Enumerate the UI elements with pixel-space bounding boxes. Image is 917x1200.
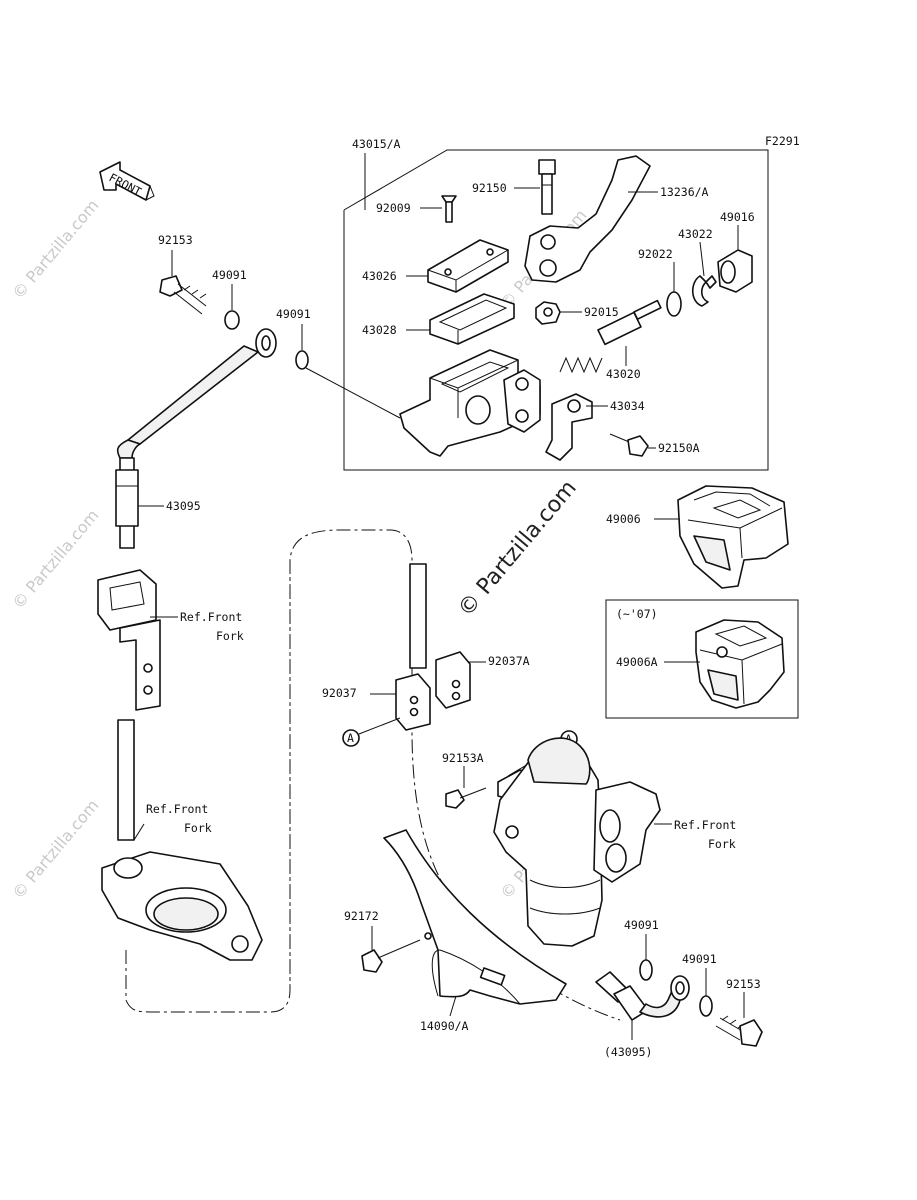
label-49091-br2: 49091 (682, 952, 717, 966)
brake-pad-49006-icon (677, 485, 789, 589)
label-ref-front-fork-1a: Ref.Front (180, 610, 242, 624)
variant-box (605, 599, 799, 719)
master-cylinder-assembly-box (343, 149, 769, 471)
label-92153-bottom: 92153 (726, 977, 761, 991)
brake-hose-lower-section-icon (409, 563, 427, 669)
label-49016: 49016 (720, 210, 755, 224)
banjo-bolt-92153-icon (159, 275, 207, 315)
label-43028: 43028 (362, 323, 397, 337)
label-43020: 43020 (606, 367, 641, 381)
bolt-92150A-icon (609, 433, 649, 457)
label-ref-front-fork-1b: Fork (216, 629, 244, 643)
label-92022: 92022 (638, 247, 673, 261)
banjo-bolt-92153-bottom-icon (715, 1015, 763, 1047)
caliper-body-icon (493, 737, 661, 947)
label-92153A: 92153A (442, 751, 484, 765)
label-92015: 92015 (584, 305, 619, 319)
banjo-bolt-92150-icon (538, 159, 556, 215)
label-14090A: 14090/A (420, 1019, 469, 1033)
screw-92009-icon (441, 195, 457, 223)
label-ref-front-fork-3a: Ref.Front (674, 818, 736, 832)
label-92153-top: 92153 (158, 233, 193, 247)
label-43034: 43034 (610, 399, 645, 413)
center-watermark: © Partzilla.com (453, 476, 581, 622)
label-49006: 49006 (606, 512, 641, 526)
label-92009: 92009 (376, 201, 411, 215)
label-49091-br1: 49091 (624, 918, 659, 932)
bolt-92153A-icon (445, 787, 487, 809)
label-ref-front-fork-2b: Fork (184, 821, 212, 835)
label-43095: 43095 (166, 499, 201, 513)
watermark-left-2: © Partzilla.com (9, 506, 103, 613)
hose-clip-upper-icon (97, 569, 161, 711)
bolt-92172-icon (361, 932, 432, 973)
washer-49091-bottom-1-icon (639, 959, 653, 981)
label-13236A: 13236/A (660, 185, 709, 199)
brake-hose-43095-icon (115, 328, 277, 549)
label-43095-paren: (43095) (604, 1045, 652, 1059)
reservoir-cap-43026-icon (427, 239, 509, 293)
washer-49091-bottom-2-icon (699, 995, 713, 1017)
dust-boot-49016-icon (717, 249, 753, 293)
piston-kit-43020-icon (559, 299, 662, 374)
label-ref-front-fork-3b: Fork (708, 837, 736, 851)
disc-guard-14090A-icon (383, 829, 567, 1005)
circlip-43022-icon (691, 275, 717, 307)
washer-49091-top-icon (224, 310, 240, 330)
label-92150A: 92150A (658, 441, 700, 455)
clamp-43034-icon (545, 393, 593, 461)
front-arrow-icon: FRONT (99, 161, 155, 201)
label-43026: 43026 (362, 269, 397, 283)
hose-clip-92037-icon (395, 673, 431, 731)
variant-box-label: (~'07) (616, 607, 658, 621)
fork-tube-segment-icon (117, 719, 135, 841)
watermark-left-1: © Partzilla.com (9, 196, 103, 303)
brake-hose-lower-end-icon (595, 971, 690, 1021)
brake-pad-49006A-icon (695, 619, 785, 709)
figure-code: F2291 (765, 134, 800, 148)
label-43015A: 43015/A (352, 137, 401, 151)
label-43022: 43022 (678, 227, 713, 241)
washer-49091-mid-icon (295, 350, 309, 370)
label-ref-front-fork-2a: Ref.Front (146, 802, 208, 816)
washer-92022-icon (666, 291, 682, 317)
watermark-left-3: © Partzilla.com (9, 796, 103, 903)
brake-lever-13236-icon (524, 155, 651, 283)
label-92037A: 92037A (488, 654, 530, 668)
ref-marker-a-left: A (347, 731, 354, 745)
nut-92015-icon (535, 301, 561, 325)
label-92037: 92037 (322, 686, 357, 700)
label-92172: 92172 (344, 909, 379, 923)
label-92150: 92150 (472, 181, 507, 195)
diaphragm-43028-icon (429, 293, 515, 345)
master-cylinder-body-icon (399, 349, 541, 457)
fork-clamp-lower-icon (101, 851, 263, 961)
label-49091-top: 49091 (212, 268, 247, 282)
ref-marker-a-left-icon (342, 729, 360, 747)
hose-clip-92037A-icon (435, 651, 471, 709)
label-49006A: 49006A (616, 655, 658, 669)
label-49091-mid: 49091 (276, 307, 311, 321)
